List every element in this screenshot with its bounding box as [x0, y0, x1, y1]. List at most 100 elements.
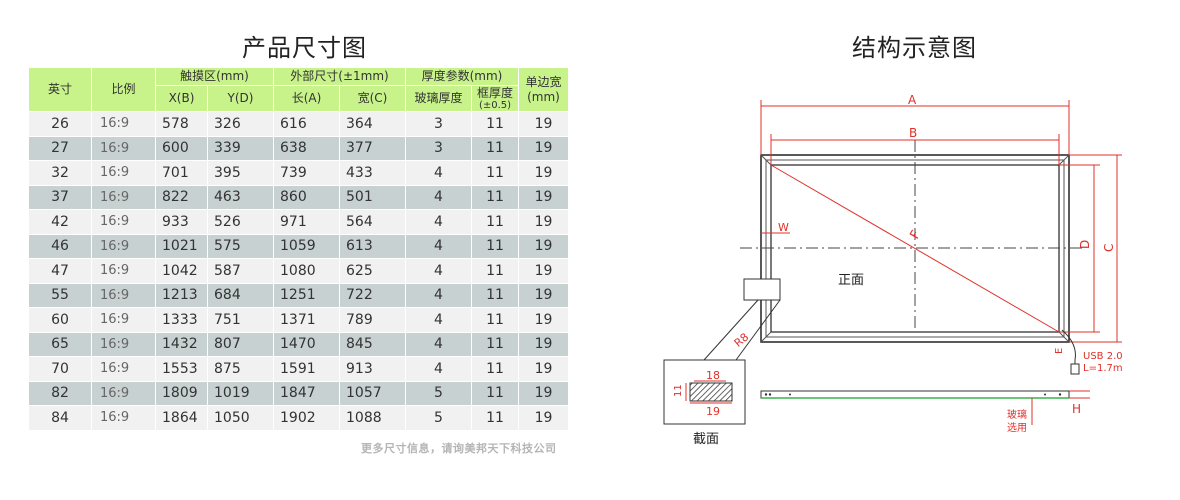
cell-outer-length: 616 [273, 111, 340, 137]
cell-outer-length: 1470 [273, 332, 340, 357]
side-screw-icon [768, 393, 772, 396]
cell-ratio: 16:9 [91, 136, 156, 161]
cell-frame-thickness: 11 [471, 136, 519, 161]
header-outer-length: 长(A) [273, 85, 340, 112]
side-screw-icon [1044, 393, 1046, 396]
side-screw-icon [1058, 393, 1062, 396]
cell-single-width: 19 [518, 185, 569, 210]
header-touch-area: 触摸区(mm) [155, 67, 274, 86]
cell-touch-y: 326 [207, 111, 274, 137]
cell-frame-thickness: 11 [471, 332, 519, 357]
cell-single-width: 19 [518, 307, 569, 333]
cell-single-width: 19 [518, 234, 569, 259]
cell-outer-width: 501 [339, 185, 406, 210]
label-r8: R8 [732, 330, 752, 349]
header-frame: 框厚度 (±0.5) [471, 85, 519, 112]
label-b: B [909, 126, 917, 140]
cell-outer-length: 1059 [273, 234, 340, 259]
cell-touch-x: 822 [155, 185, 208, 210]
cell-ratio: 16:9 [91, 258, 156, 284]
header-frame-label: 框厚度 [476, 86, 513, 100]
cell-outer-width: 625 [339, 258, 406, 284]
cell-size: 84 [28, 405, 92, 431]
footnote: 更多尺寸信息，请询美邦天下科技公司 [361, 442, 557, 455]
label-d: D [1078, 240, 1092, 249]
cell-touch-x: 1213 [155, 283, 208, 308]
side-screw-icon [789, 393, 791, 396]
section-callout-box [743, 278, 781, 301]
cell-outer-length: 1902 [273, 405, 340, 431]
corner-line-br [1058, 331, 1070, 343]
cell-single-width: 19 [518, 381, 569, 406]
cell-size: 46 [28, 234, 92, 259]
section-label: 截面 [693, 432, 719, 447]
cell-outer-length: 638 [273, 136, 340, 161]
cell-outer-length: 1847 [273, 381, 340, 406]
label-f: F [907, 228, 924, 242]
cell-touch-y: 463 [207, 185, 274, 210]
cell-single-width: 19 [518, 283, 569, 308]
corner-line-tr [1058, 154, 1070, 166]
cell-size: 26 [28, 111, 92, 137]
cell-touch-x: 701 [155, 160, 208, 186]
cell-touch-y: 875 [207, 356, 274, 382]
cell-touch-x: 933 [155, 209, 208, 235]
cell-single-width: 19 [518, 160, 569, 186]
cell-touch-x: 1809 [155, 381, 208, 406]
usb-label: USB 2.0 [1083, 351, 1123, 362]
cell-single-width: 19 [518, 332, 569, 357]
glass-option-label-1: 玻璃 [1007, 408, 1027, 421]
cell-single-width: 19 [518, 111, 569, 137]
cell-outer-width: 722 [339, 283, 406, 308]
header-single-label: 单边宽 [525, 74, 562, 89]
cell-size: 60 [28, 307, 92, 333]
cell-glass-thickness: 4 [405, 160, 472, 186]
usb-cable [1061, 329, 1076, 366]
cell-outer-length: 971 [273, 209, 340, 235]
cell-outer-width: 613 [339, 234, 406, 259]
cell-outer-length: 1591 [273, 356, 340, 382]
header-size: 英寸 [28, 67, 92, 112]
cell-ratio: 16:9 [91, 356, 156, 382]
cell-size: 70 [28, 356, 92, 382]
cell-outer-width: 789 [339, 307, 406, 333]
table-title: 产品尺寸图 [242, 34, 367, 62]
cell-frame-thickness: 11 [471, 111, 519, 137]
cell-glass-thickness: 4 [405, 185, 472, 210]
cell-ratio: 16:9 [91, 307, 156, 333]
cell-touch-y: 395 [207, 160, 274, 186]
cell-outer-width: 433 [339, 160, 406, 186]
usb-plug-icon [1070, 363, 1080, 375]
cell-outer-length: 739 [273, 160, 340, 186]
cell-frame-thickness: 11 [471, 209, 519, 235]
cell-size: 47 [28, 258, 92, 284]
section-top-label: 18 [706, 369, 720, 382]
cell-ratio: 16:9 [91, 111, 156, 137]
cell-glass-thickness: 4 [405, 258, 472, 284]
cell-touch-y: 807 [207, 332, 274, 357]
label-c: C [1102, 244, 1116, 252]
cell-touch-x: 1021 [155, 234, 208, 259]
section-bottom-label: 19 [706, 405, 720, 418]
header-frame-tolerance: (±0.5) [478, 100, 512, 111]
cell-ratio: 16:9 [91, 332, 156, 357]
cell-touch-x: 1432 [155, 332, 208, 357]
cell-outer-width: 845 [339, 332, 406, 357]
section-leader-1 [703, 299, 759, 361]
cell-frame-thickness: 11 [471, 356, 519, 382]
cell-glass-thickness: 5 [405, 381, 472, 406]
cell-glass-thickness: 3 [405, 136, 472, 161]
diagonal-line [770, 164, 1060, 333]
cell-touch-y: 684 [207, 283, 274, 308]
cell-glass-thickness: 4 [405, 356, 472, 382]
cell-outer-width: 913 [339, 356, 406, 382]
cell-touch-x: 600 [155, 136, 208, 161]
cell-glass-thickness: 4 [405, 209, 472, 235]
cell-outer-width: 364 [339, 111, 406, 137]
